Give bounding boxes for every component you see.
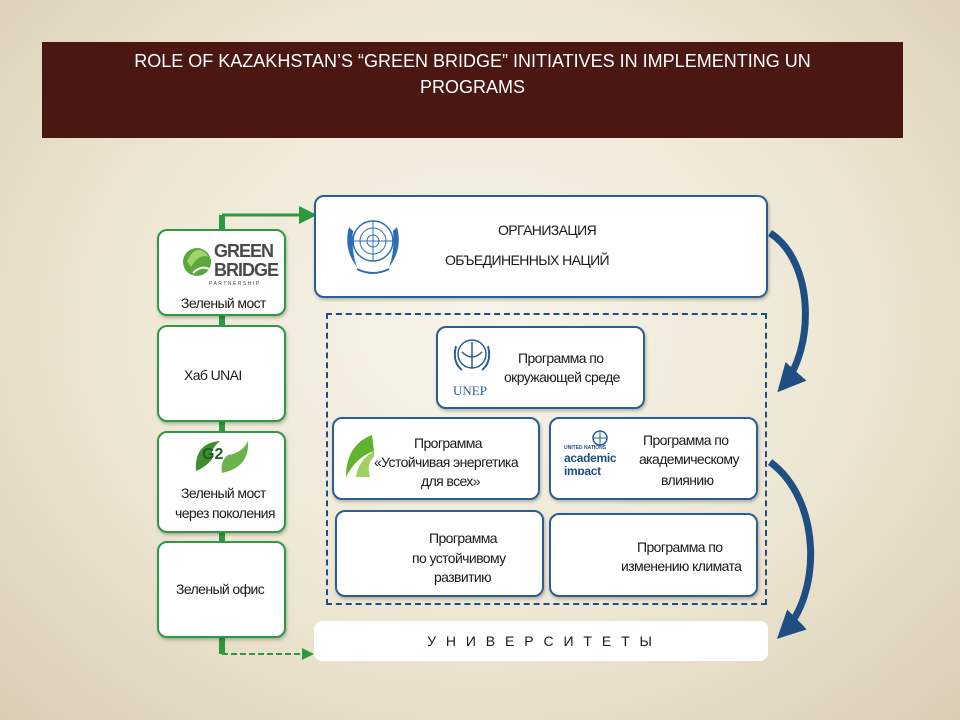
universities-label: У Н И В Е Р С И Т Е Т Ы	[427, 633, 655, 649]
generations-label-line1: Зеленый мост	[181, 485, 266, 501]
academic-program-box: Программа по академическому влиянию	[549, 417, 758, 500]
academic-impact-emblem-icon	[592, 430, 608, 446]
green-bridge-logo-icon	[183, 248, 211, 276]
climate-program-line1: Программа по	[637, 539, 723, 555]
sustainable-program-line3: развитию	[434, 569, 492, 585]
green-office-box: Зеленый офис	[157, 541, 286, 638]
un-title-line2: ОБЪЕДИНЕННЫХ НАЦИЙ	[445, 252, 610, 268]
green-bridge-label: Зеленый мост	[181, 295, 266, 311]
unep-program-line1: Программа по	[518, 350, 604, 366]
slide-title-line2: PROGRAMS	[419, 77, 525, 97]
g2-logo-icon	[195, 441, 249, 473]
energy-program-line2: «Устойчивая энергетика	[374, 454, 519, 470]
unai-hub-box: Хаб UNAI	[157, 325, 286, 422]
academic-program-line1: Программа по	[643, 432, 729, 448]
green-bridge-generations-box: G2 Зеленый мост через поколения	[157, 431, 286, 533]
academic-program-line2: академическому	[639, 451, 740, 467]
un-programs-group	[326, 313, 767, 605]
academic-program-line3: влиянию	[661, 472, 714, 488]
curved-arrow-bottom	[767, 459, 815, 639]
unep-logo-text: UNEP	[453, 383, 487, 398]
green-bridge-logo-line2: BRIDGE	[214, 260, 279, 280]
unep-program-box: Программа по окружающей среде	[436, 326, 645, 409]
sustainable-program-line1: Программа	[429, 530, 498, 546]
un-organization-box: ОРГАНИЗАЦИЯ ОБЪЕДИНЕННЫХ НАЦИЙ	[314, 195, 768, 298]
curved-arrow-top	[767, 230, 809, 393]
academic-impact-logo-line1: UNITED NATIONS	[564, 445, 607, 451]
sustainable-energy-logo-icon	[346, 435, 374, 477]
climate-program-line2: изменению климата	[621, 558, 742, 574]
green-office-label: Зеленый офис	[176, 581, 265, 597]
slide-title: ROLE OF KAZAKHSTAN’S “GREEN BRIDGE” INIT…	[42, 42, 903, 138]
green-bridge-logo-line1: GREEN	[214, 241, 274, 261]
energy-program-line1: Программа	[414, 435, 483, 451]
academic-impact-logo-line2: academic	[564, 451, 617, 465]
unai-hub-label: Хаб UNAI	[184, 367, 242, 383]
academic-impact-logo: UNITED NATIONS academic impact	[564, 445, 616, 475]
sustainable-program-line2: по устойчивому	[412, 550, 506, 566]
academic-impact-logo-line3: impact	[564, 464, 601, 476]
climate-program-box: Программа по изменению климата	[549, 513, 758, 597]
green-bridge-box: GREEN BRIDGE PARTNERSHIP Зеленый мост	[157, 229, 286, 316]
energy-program-line3: для всех»	[421, 473, 481, 489]
green-bridge-logo-line3: PARTNERSHIP	[209, 281, 261, 287]
energy-program-box: Программа «Устойчивая энергетика для все…	[332, 417, 540, 500]
universities-box: У Н И В Е Р С И Т Е Т Ы	[314, 621, 768, 661]
generations-label-line2: через поколения	[175, 505, 275, 521]
un-title-line1: ОРГАНИЗАЦИЯ	[498, 222, 597, 238]
unep-logo-icon	[453, 339, 491, 371]
unep-program-line2: окружающей среде	[504, 369, 620, 385]
g2-logo-mark: G2	[202, 446, 224, 463]
slide-title-line1: ROLE OF KAZAKHSTAN’S “GREEN BRIDGE” INIT…	[134, 51, 811, 71]
sustainable-program-box: Программа по устойчивому развитию	[335, 510, 544, 597]
un-emblem-icon	[347, 220, 399, 274]
